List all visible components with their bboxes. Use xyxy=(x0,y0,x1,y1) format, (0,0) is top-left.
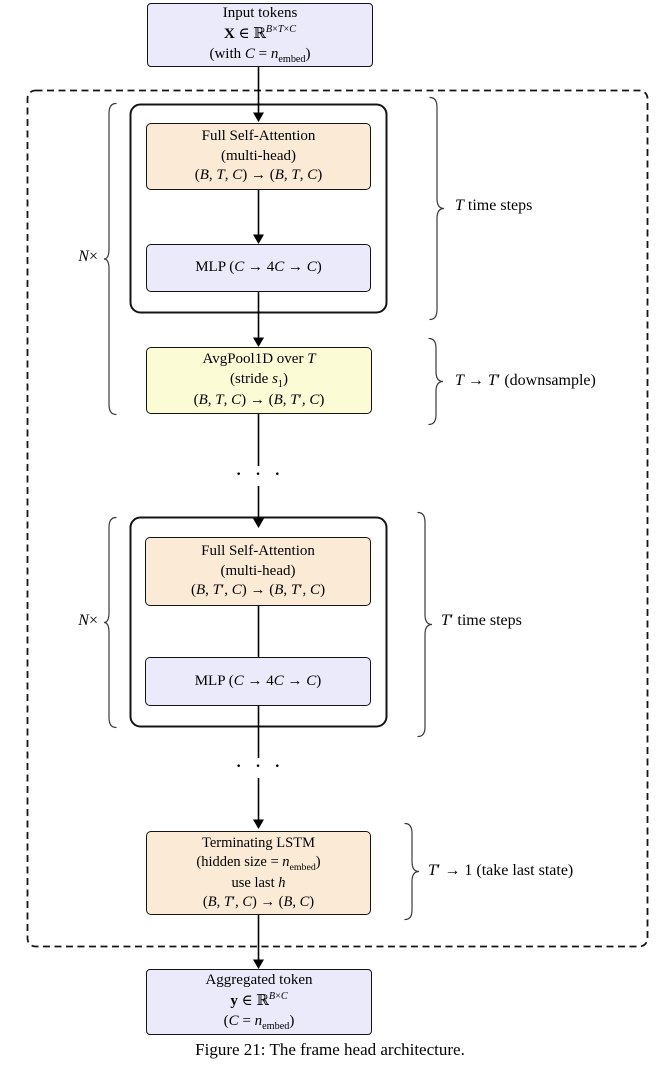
attention-shape: (B, T, C) → (B, T, C) xyxy=(194,167,323,184)
output-token-note: (C = nembed) xyxy=(223,1012,295,1032)
group2-attention-box: Full Self-Attention (multi-head) (B, T′,… xyxy=(145,537,371,606)
arrowheads xyxy=(253,112,264,969)
arrowhead xyxy=(253,112,264,122)
braces xyxy=(103,96,445,921)
lstm-right-brace xyxy=(404,822,420,921)
input-tokens-note: (with C = nembed) xyxy=(209,45,311,65)
lstm-shape: (B, T′, C) → (B, C) xyxy=(202,894,315,910)
group2-left-brace xyxy=(103,516,117,729)
arrowhead xyxy=(253,819,264,829)
arrowhead xyxy=(253,337,264,347)
input-tokens-title: Input tokens xyxy=(222,4,298,21)
attention-title: Full Self-Attention xyxy=(201,543,315,560)
input-tokens-box: Input tokens X ∈ ℝB×T×C (with C = nembed… xyxy=(147,3,373,67)
figure-caption: Figure 21: The frame head architecture. xyxy=(195,1040,465,1059)
lstm-use-last: use last h xyxy=(231,874,286,891)
avgpool-title: AvgPool1D over T xyxy=(202,351,316,368)
lstm-title: Terminating LSTM xyxy=(202,834,315,851)
group1-left-brace xyxy=(103,102,117,416)
lstm-side-label: T′ → 1 (take last state) xyxy=(428,862,574,879)
group1-repeat-label: N× xyxy=(78,248,98,265)
group2-mlp-box: MLP (C → 4C → C) xyxy=(145,657,371,706)
dashed-frame xyxy=(26,89,649,948)
group1-steps-label: T time steps xyxy=(455,197,533,214)
mlp-label: MLP (C → 4C → C) xyxy=(194,672,322,689)
group2-right-brace xyxy=(417,511,433,738)
input-tokens-shape: X ∈ ℝB×T×C xyxy=(223,24,297,43)
lstm-box: Terminating LSTM (hidden size = nembed) … xyxy=(146,831,371,915)
mlp-label: MLP (C → 4C → C) xyxy=(195,259,322,276)
avgpool-side-label: T → T′ (downsample) xyxy=(455,372,596,389)
attention-title: Full Self-Attention xyxy=(201,128,316,145)
ellipsis-dots: · · · xyxy=(235,466,286,483)
avgpool-stride: (stride s1) xyxy=(229,370,288,390)
attention-subtitle: (multi-head) xyxy=(220,562,296,579)
attention-shape: (B, T′, C) → (B, T′, C) xyxy=(190,582,326,599)
output-token-box: Aggregated token y ∈ ℝB×C (C = nembed) xyxy=(146,969,372,1035)
group1-right-brace xyxy=(429,96,445,321)
arrowhead xyxy=(253,234,264,244)
group2-repeat-label: N× xyxy=(78,612,98,629)
arrowhead xyxy=(253,518,264,528)
avgpool-box: AvgPool1D over T (stride s1) (B, T, C) →… xyxy=(146,347,372,414)
avgpool-right-brace xyxy=(428,337,444,426)
ellipsis-dots: · · · xyxy=(235,758,286,775)
lstm-hidden-size: (hidden size = nembed) xyxy=(196,853,321,873)
avgpool-shape: (B, T, C) → (B, T′, C) xyxy=(193,392,325,409)
attention-subtitle: (multi-head) xyxy=(221,147,296,164)
arrowhead xyxy=(253,959,264,969)
output-token-shape: y ∈ ℝB×C xyxy=(230,991,288,1010)
group1-mlp-box: MLP (C → 4C → C) xyxy=(146,244,371,292)
group2-steps-label: T′ time steps xyxy=(441,612,522,629)
output-token-title: Aggregated token xyxy=(205,971,313,988)
group1-attention-box: Full Self-Attention (multi-head) (B, T, … xyxy=(146,123,371,190)
